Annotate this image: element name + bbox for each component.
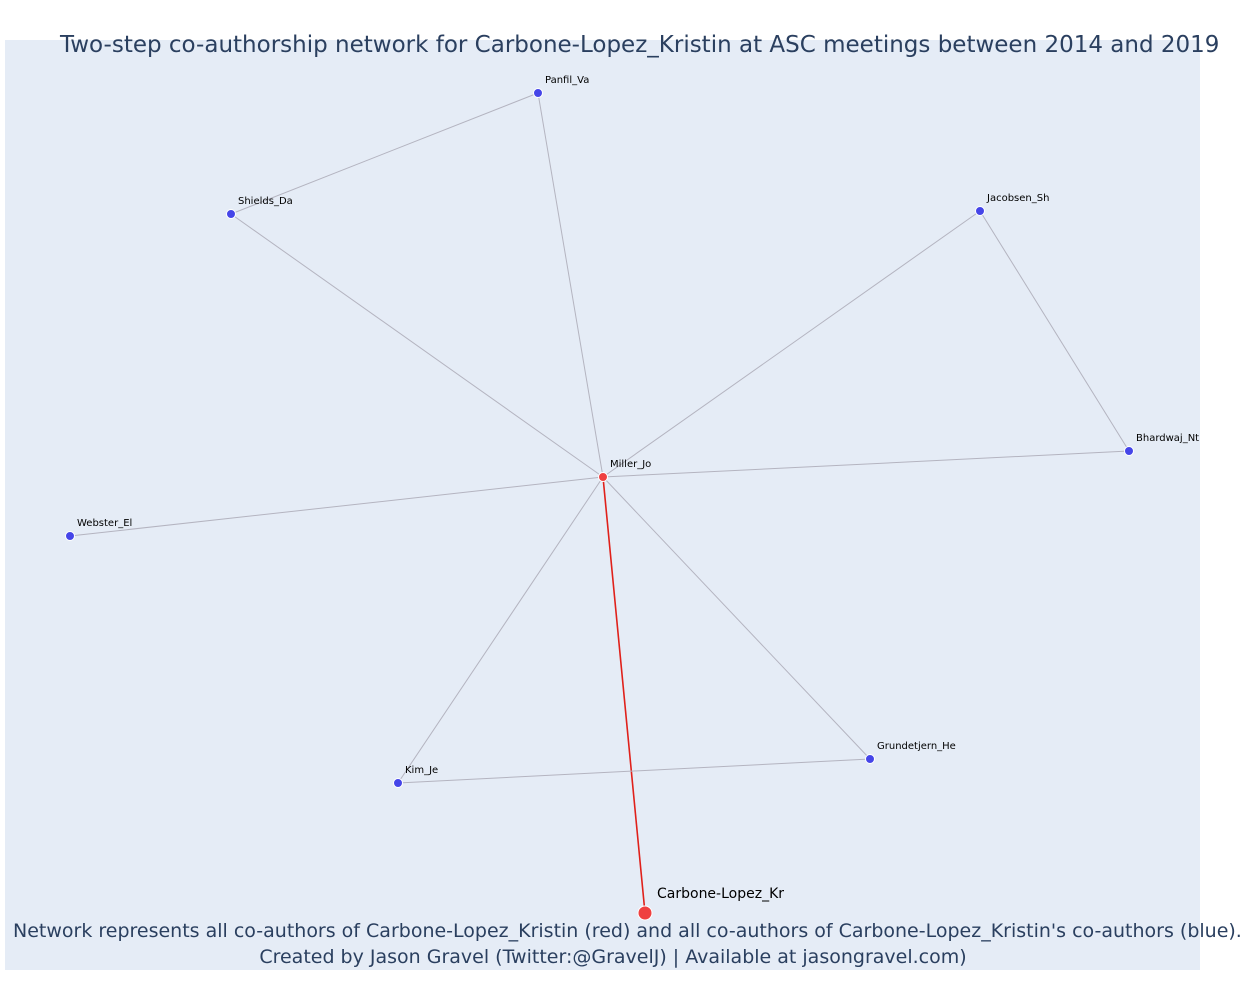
node-label-Kim_Je: Kim_Je [405,765,438,776]
node-Shields_Da[interactable] [226,209,236,219]
chart-title: Two-step co-authorship network for Carbo… [60,32,1220,58]
edge-Miller_Jo-Jacobsen_Sh [602,210,981,478]
node-Grundetjern_He[interactable] [865,754,875,764]
co-authorship-network[interactable]: Carbone-Lopez_Kr Miller_Jo Panfil_VaShield… [5,40,1200,970]
edge-Miller_Jo-Webster_El [69,476,604,537]
edge-Kim_Je-Grundetjern_He [397,758,871,784]
edges-layer [69,92,1130,914]
edge-Jacobsen_Sh-Bhardwaj_Nt [979,210,1130,452]
edge-Miller_Jo-Kim_Je [397,476,604,784]
edge-Shields_Da-Panfil_Va [230,92,539,215]
node-Miller_Jo[interactable] [598,472,608,482]
edge-Miller_Jo-Panfil_Va [537,92,604,478]
edge-Carbone-Lopez_Kr-Miller_Jo [602,476,646,914]
labels-layer: Carbone-Lopez_Kr Miller_Jo Panfil_VaShield… [77,75,1199,902]
node-Panfil_Va[interactable] [533,88,543,98]
node-Jacobsen_Sh[interactable] [975,206,985,216]
edge-Miller_Jo-Grundetjern_He [602,476,871,760]
node-label-Carbone-Lopez_Kr: Carbone-Lopez_Kr [657,886,784,902]
nodes-layer [65,88,1134,921]
node-Kim_Je[interactable] [393,778,403,788]
node-label-Bhardwaj_Nt: Bhardwaj_Nt [1136,433,1199,444]
node-label-Miller_Jo: Miller_Jo [610,459,651,470]
node-Carbone-Lopez_Kr[interactable] [637,905,653,921]
node-Webster_El[interactable] [65,531,75,541]
caption-description: Network represents all co-authors of Car… [13,920,1242,942]
node-label-Panfil_Va: Panfil_Va [545,75,589,86]
node-label-Webster_El: Webster_El [77,518,132,529]
node-label-Grundetjern_He: Grundetjern_He [877,741,956,752]
edge-Miller_Jo-Bhardwaj_Nt [602,450,1130,478]
node-Bhardwaj_Nt[interactable] [1124,446,1134,456]
edge-Miller_Jo-Shields_Da [230,213,604,478]
node-label-Jacobsen_Sh: Jacobsen_Sh [986,193,1049,204]
caption-credit: Created by Jason Gravel (Twitter:@Gravel… [259,946,967,968]
node-label-Shields_Da: Shields_Da [238,196,293,207]
